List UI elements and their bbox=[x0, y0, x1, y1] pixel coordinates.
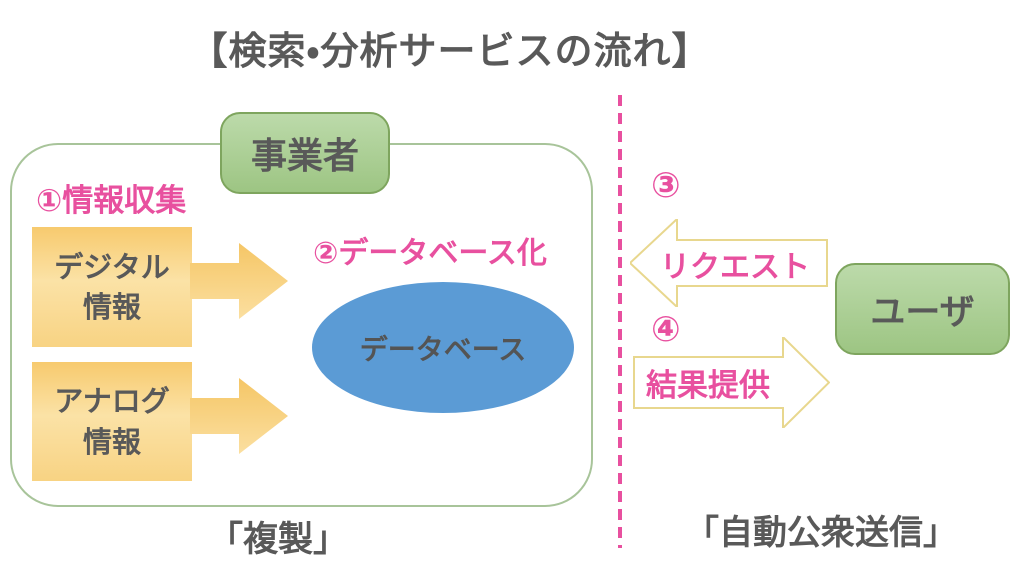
digital-to-database-arrow-icon bbox=[190, 243, 288, 319]
analog-info-line2: 情報 bbox=[82, 424, 141, 459]
user-box: ユーザ bbox=[835, 263, 1010, 355]
request-label: リクエスト bbox=[660, 249, 810, 285]
page-title: 【検索・分析サービスの流れ】 bbox=[189, 29, 711, 73]
step2-label: ②データベース化 bbox=[313, 236, 547, 271]
operator-box: 事業者 bbox=[220, 112, 390, 194]
step3-number: ③ bbox=[651, 166, 681, 206]
result-arrow-icon bbox=[633, 337, 830, 428]
digital-info-line2: 情報 bbox=[82, 290, 141, 324]
user-label: ユーザ bbox=[870, 292, 975, 333]
caption-auto-public-transmission: 「自動公衆送信」 bbox=[685, 513, 957, 553]
step4-number: ④ bbox=[651, 310, 681, 350]
result-label: 結果提供 bbox=[646, 367, 770, 404]
operator-label: 事業者 bbox=[250, 136, 359, 177]
divider-dashed-line bbox=[618, 95, 622, 548]
analog-to-database-arrow-icon bbox=[190, 378, 288, 454]
analog-info-line1: アナログ bbox=[54, 384, 170, 419]
digital-info-line1: デジタル bbox=[54, 249, 170, 284]
analog-info-box: アナログ 情報 bbox=[32, 362, 192, 481]
step1-label: ①情報収集 bbox=[36, 183, 187, 219]
caption-reproduction: 「複製」 bbox=[207, 520, 348, 560]
request-arrow-icon bbox=[630, 219, 828, 307]
database-ellipse: データベース bbox=[312, 282, 574, 413]
database-label: データベース bbox=[359, 332, 527, 366]
digital-info-box: デジタル 情報 bbox=[32, 227, 192, 347]
